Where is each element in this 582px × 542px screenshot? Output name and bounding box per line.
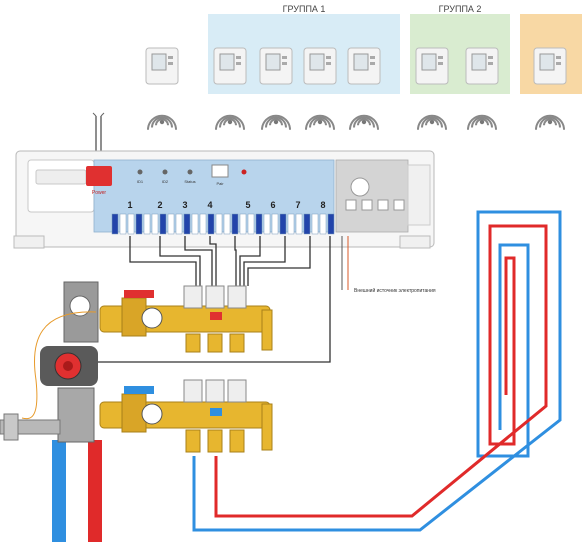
supply-gauge [141, 307, 163, 329]
terminal-slot [319, 213, 327, 235]
group-2-label: ГРУППА 2 [439, 4, 482, 14]
floor-heating-loops [192, 210, 562, 532]
thermostat-icon [303, 47, 337, 85]
zone-numbers: 1 2 3 4 5 6 7 8 [127, 200, 325, 210]
terminal-slot [239, 213, 247, 235]
terminal-slot [327, 213, 335, 235]
wireless-signal-icon [467, 114, 497, 130]
thermostat-icon [347, 47, 381, 85]
zone-number-label: 2 [157, 200, 162, 210]
terminal-slot [287, 213, 295, 235]
external-source-label: Внешний источник электропитания [354, 287, 436, 294]
zone-terminals [111, 213, 335, 235]
terminal-slot [135, 213, 143, 235]
thermostat-icon [213, 47, 247, 85]
zone-number-label: 5 [245, 200, 250, 210]
terminal-slot [151, 213, 159, 235]
power-terminal [86, 166, 112, 186]
actuator-wiring [92, 236, 331, 363]
led-label-2: ID2 [162, 179, 169, 184]
controller-unit: Power ID1 ID2 Status Pair 1 2 3 4 5 6 7 8 [13, 150, 435, 249]
terminal-slot [119, 213, 127, 235]
group-1-label: ГРУППА 1 [283, 4, 326, 14]
terminal-slot [311, 213, 319, 235]
terminal-slot [215, 213, 223, 235]
terminal-slot [271, 213, 279, 235]
terminal-slot [263, 213, 271, 235]
thermostats [145, 47, 567, 85]
terminal-slot [183, 213, 191, 235]
thermostat-icon [533, 47, 567, 85]
terminal-slot [159, 213, 167, 235]
wireless-signal-icon [349, 114, 379, 130]
zone-number-label: 3 [182, 200, 187, 210]
wireless-signal-icon [417, 114, 447, 130]
terminal-slot [247, 213, 255, 235]
led-label-1: ID1 [137, 179, 144, 184]
power-label: Power [92, 190, 107, 196]
terminal-slot [231, 213, 239, 235]
return-main-pipe [52, 440, 66, 542]
zone-number-label: 7 [295, 200, 300, 210]
pump-group [0, 281, 99, 443]
zone-number-label: 6 [270, 200, 275, 210]
pair-label: Pair [216, 181, 224, 186]
terminal-slot [127, 213, 135, 235]
supply-valve-handle[interactable] [124, 290, 154, 298]
zone-number-label: 1 [127, 200, 132, 210]
terminal-slot [279, 213, 287, 235]
wireless-signal-icon [535, 114, 565, 130]
led-label-3: Status [184, 179, 195, 184]
pair-button[interactable] [211, 164, 229, 178]
terminal-slot [223, 213, 231, 235]
terminal-slot [143, 213, 151, 235]
wireless-signal-icon [215, 114, 245, 130]
wireless-signal-icon [261, 114, 291, 130]
wireless-signal-icon [305, 114, 335, 130]
wireless-signal-icon [147, 114, 177, 130]
terminal-slot [295, 213, 303, 235]
wireless-signals [147, 114, 565, 130]
terminal-slot [199, 213, 207, 235]
thermostat-icon [259, 47, 293, 85]
terminal-slot [167, 213, 175, 235]
return-gauge [141, 403, 163, 425]
terminal-slot [207, 213, 215, 235]
return-valve-handle[interactable] [124, 386, 154, 394]
sensor-wire [21, 311, 97, 420]
zone-number-label: 8 [320, 200, 325, 210]
supply-main-pipe [88, 440, 102, 542]
thermostat-icon [465, 47, 499, 85]
return-manifold [99, 379, 273, 453]
terminal-slot [191, 213, 199, 235]
zone-number-label: 4 [207, 200, 212, 210]
thermostat-icon [145, 47, 179, 85]
supply-manifold [99, 285, 273, 353]
terminal-slot [255, 213, 263, 235]
terminal-slot [175, 213, 183, 235]
terminal-slot [111, 213, 119, 235]
thermostat-icon [415, 47, 449, 85]
terminal-slot [303, 213, 311, 235]
